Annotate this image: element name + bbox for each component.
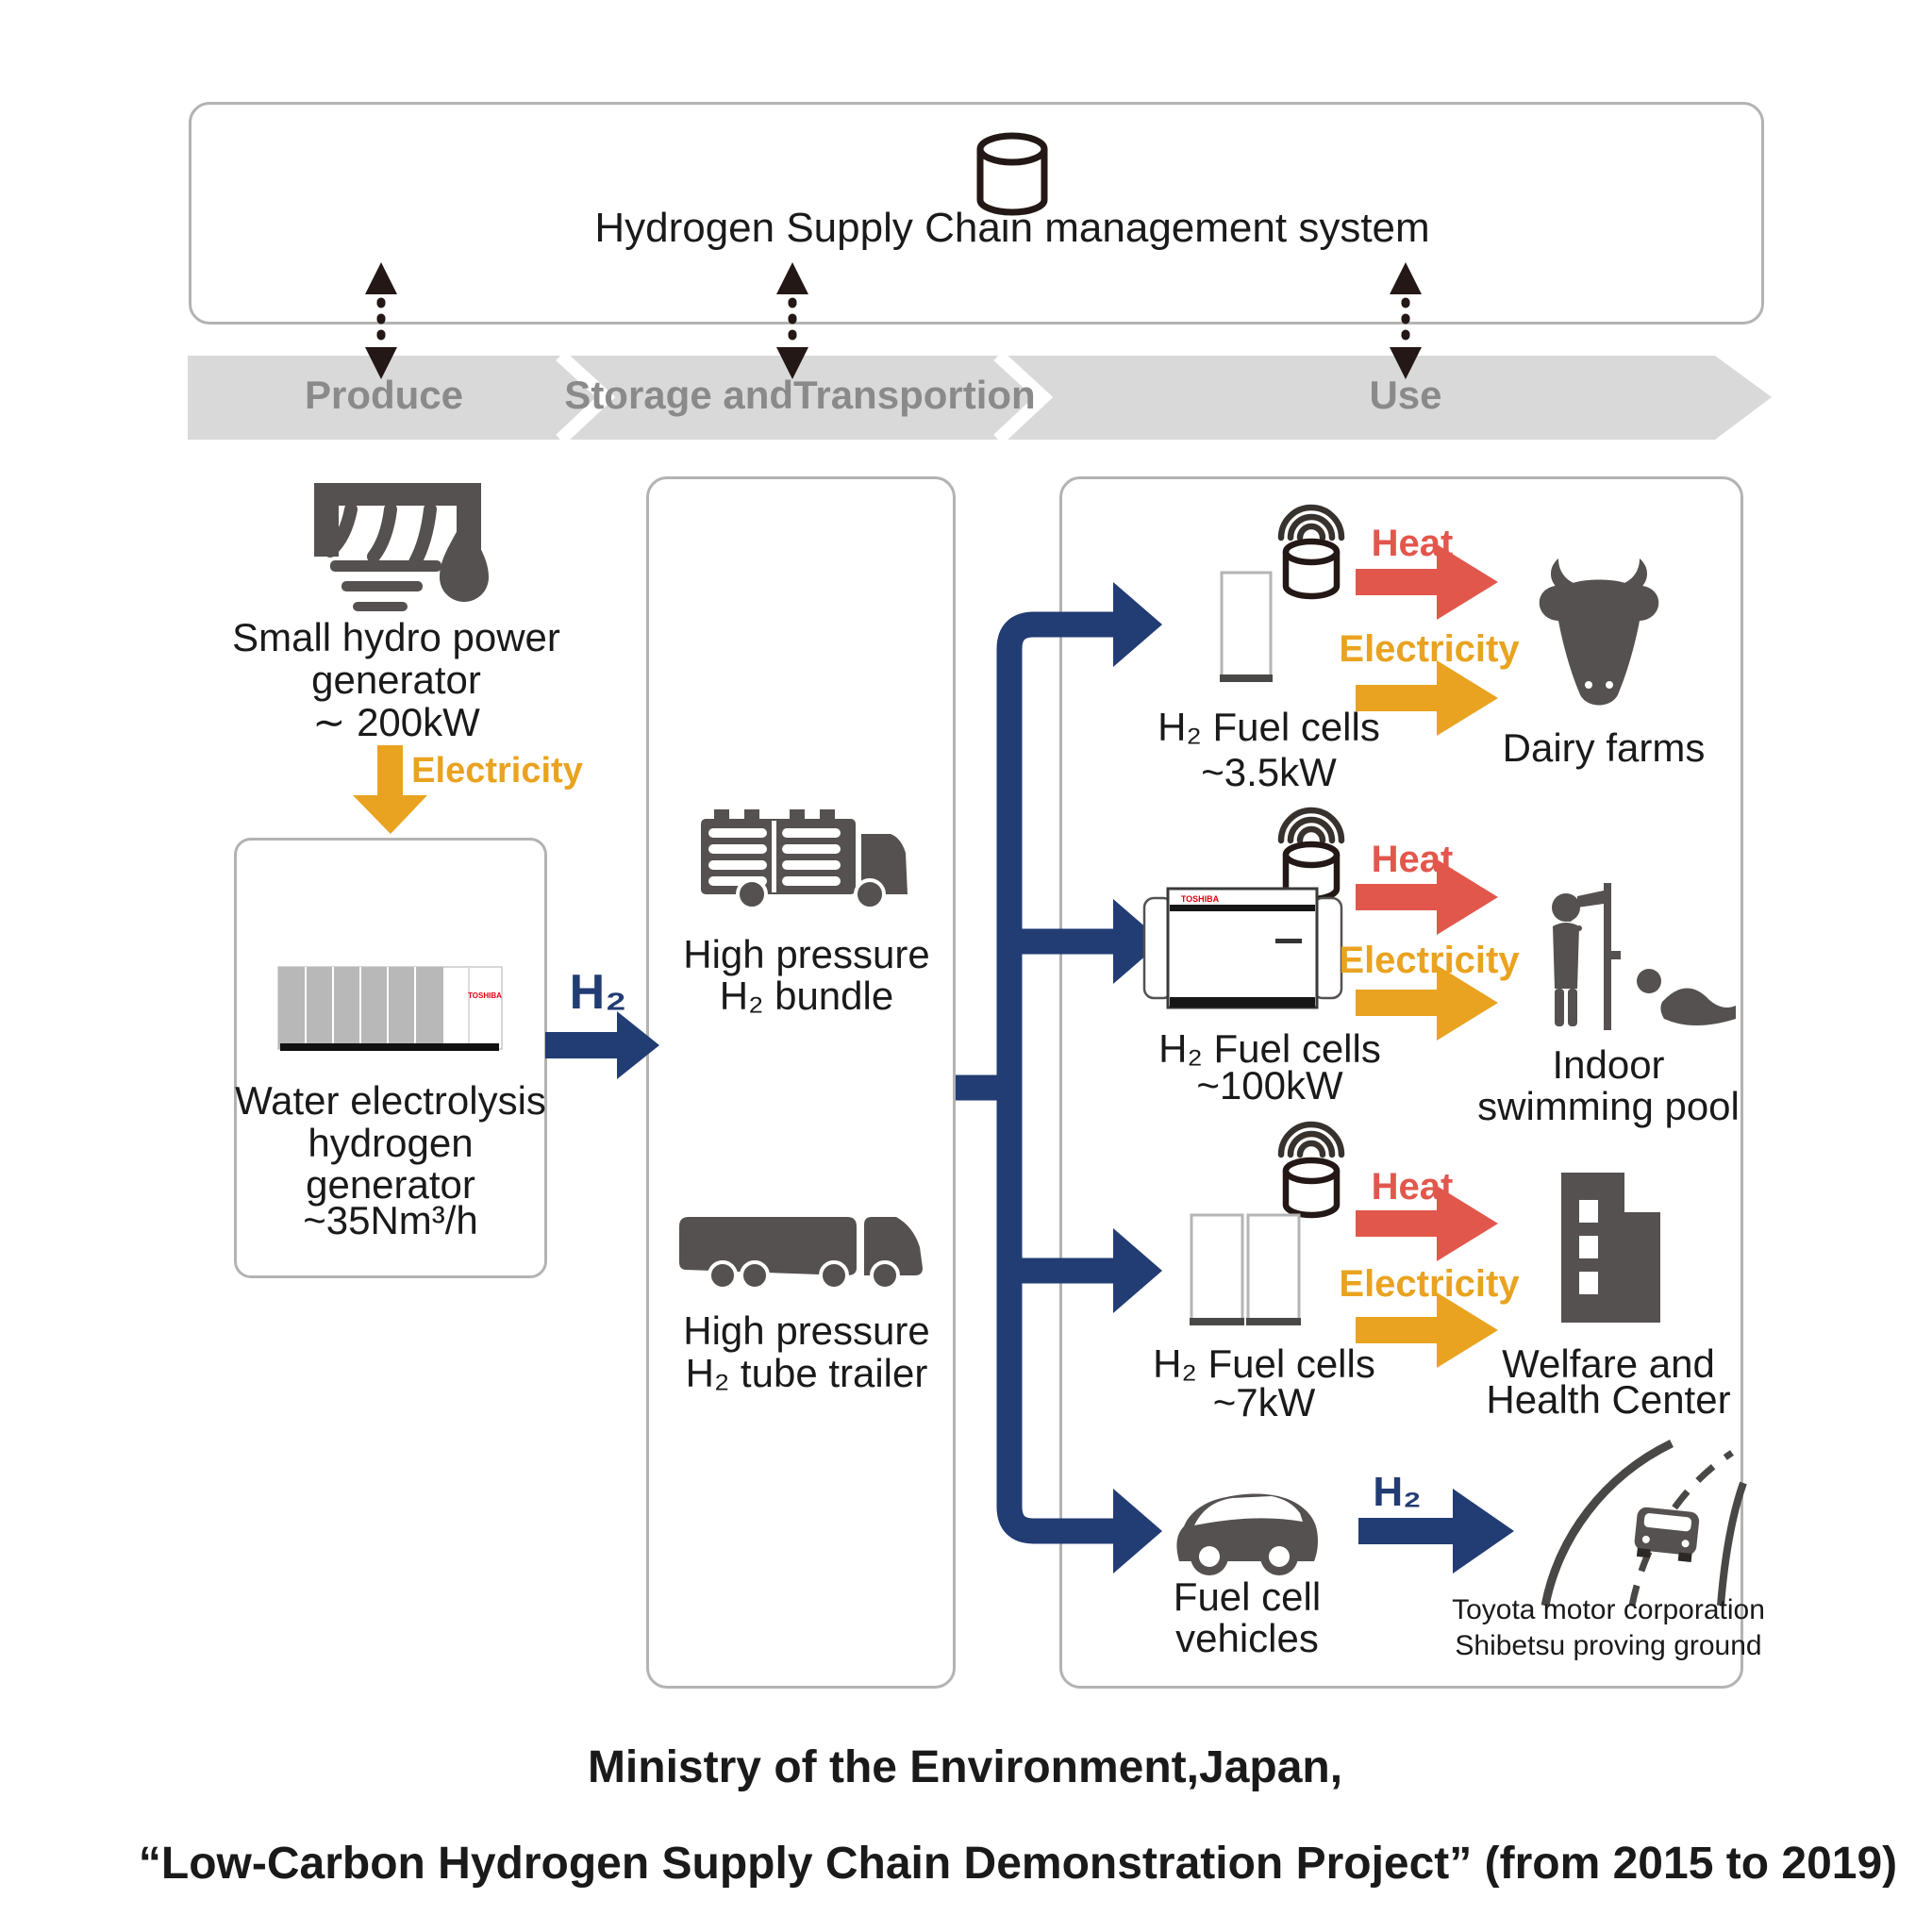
proving-ground-road-icon [1541,1439,1747,1607]
device-label-row3-1: H₂ Fuel cells [1153,1341,1375,1386]
electricity-down-arrow [353,745,427,834]
electricity-label-row1: Electricity [1339,628,1520,670]
device-label-row2-1: H₂ Fuel cells [1158,1026,1381,1071]
shower-swimmer-icon [1552,883,1736,1030]
electricity-label-produce: Electricity [411,751,583,791]
device-label-row4-2: vehicles [1175,1616,1319,1660]
dotted-link-arrows [365,262,1422,379]
h2-feed-label: H₂ [569,965,627,1020]
hydro-caption-3: ∼ 200kW [312,700,480,744]
car-icon [1176,1493,1318,1575]
heat-label-row3: Heat [1371,1166,1454,1208]
dest-label-row3-2: Health Center [1486,1377,1731,1422]
dotted-arrow-produce [365,262,397,379]
bundle-caption-1: High pressure [683,932,930,976]
bundle-caption-2: H₂ bundle [719,974,894,1018]
management-system-title: Hydrogen Supply Chain management system [594,205,1430,251]
caption-line-2: “Low-Carbon Hydrogen Supply Chain Demons… [138,1839,1898,1889]
hydro-caption-1: Small hydro power [232,615,560,659]
heat-label-row1: Heat [1371,523,1454,564]
stage-storage: Storage andTransportion [564,373,1036,417]
dotted-arrow-use [1390,262,1422,379]
dest-label-row4-2: Shibetsu proving ground [1455,1630,1762,1661]
caption-line-1: Ministry of the Environment,Japan, [587,1742,1343,1792]
electrolyzer-unit-image: TOSHIBA [277,966,503,1051]
device-label-row4-1: Fuel cell [1173,1574,1322,1619]
stage-produce: Produce [304,373,464,417]
tube-trailer-truck-icon [679,1217,923,1291]
wifi-icon [1277,504,1345,1158]
dest-label-row3-1: Welfare and [1502,1341,1715,1386]
trailer-caption-1: High pressure [683,1308,930,1353]
electricity-arrows [1356,660,1498,1368]
toshiba-logo-electrolyzer: TOSHIBA [468,991,502,1000]
electrolysis-box [234,838,547,1278]
h2-vehicle-arrow [1358,1489,1514,1574]
heat-tank-cylinder-icon [1282,538,1341,1219]
cow-icon [1539,558,1659,706]
electrolysis-caption-4: ~35Nm³/h [303,1198,478,1242]
management-system-box [189,102,1764,325]
stage-use: Use [1369,373,1442,417]
electricity-label-row3: Electricity [1339,1263,1520,1305]
hydro-dam-icon [314,483,489,611]
device-label-row1-2: ~3.5kW [1201,750,1337,794]
device-label-row1-1: H₂ Fuel cells [1158,705,1380,749]
dest-label-row4-1: Toyota motor corporation [1452,1594,1765,1625]
device-label-row3-2: ~7kW [1212,1380,1316,1424]
device-label-row2-2: ~100kW [1196,1063,1343,1108]
large-fuel-cell-icon: TOSHIBA [1142,887,1343,1009]
database-cylinder-icon [976,132,1048,216]
electrolysis-caption-1: Water electrolysis [235,1078,546,1123]
fuel-cell-tower-icon [1220,571,1273,682]
heat-label-row2: Heat [1371,839,1454,880]
twin-fuel-cell-tower-icon [1190,1213,1301,1325]
electrolysis-caption-2: hydrogen [308,1121,474,1165]
h2-feed-arrow [545,1011,659,1079]
h2-distribution-arrows [956,582,1162,1574]
dest-label-row1: Dairy farms [1502,725,1706,770]
dest-label-row2-2: swimming pool [1477,1084,1740,1128]
dest-label-row2-1: Indoor [1552,1042,1665,1087]
bundle-truck-icon [701,809,908,910]
toshiba-logo-fuel-cell: TOSHIBA [1181,894,1220,904]
trailer-caption-2: H₂ tube trailer [685,1351,928,1395]
h2-vehicle-label: H₂ [1373,1469,1422,1515]
heat-arrows [1356,544,1498,1261]
building-icon [1561,1173,1660,1323]
electricity-label-row2: Electricity [1339,940,1520,981]
process-band [188,350,1772,445]
use-box [1059,476,1743,1689]
electrolysis-caption-3: generator [306,1162,475,1207]
storage-box [646,476,956,1689]
hydro-caption-2: generator [311,658,481,702]
dotted-arrow-storage [776,262,808,379]
